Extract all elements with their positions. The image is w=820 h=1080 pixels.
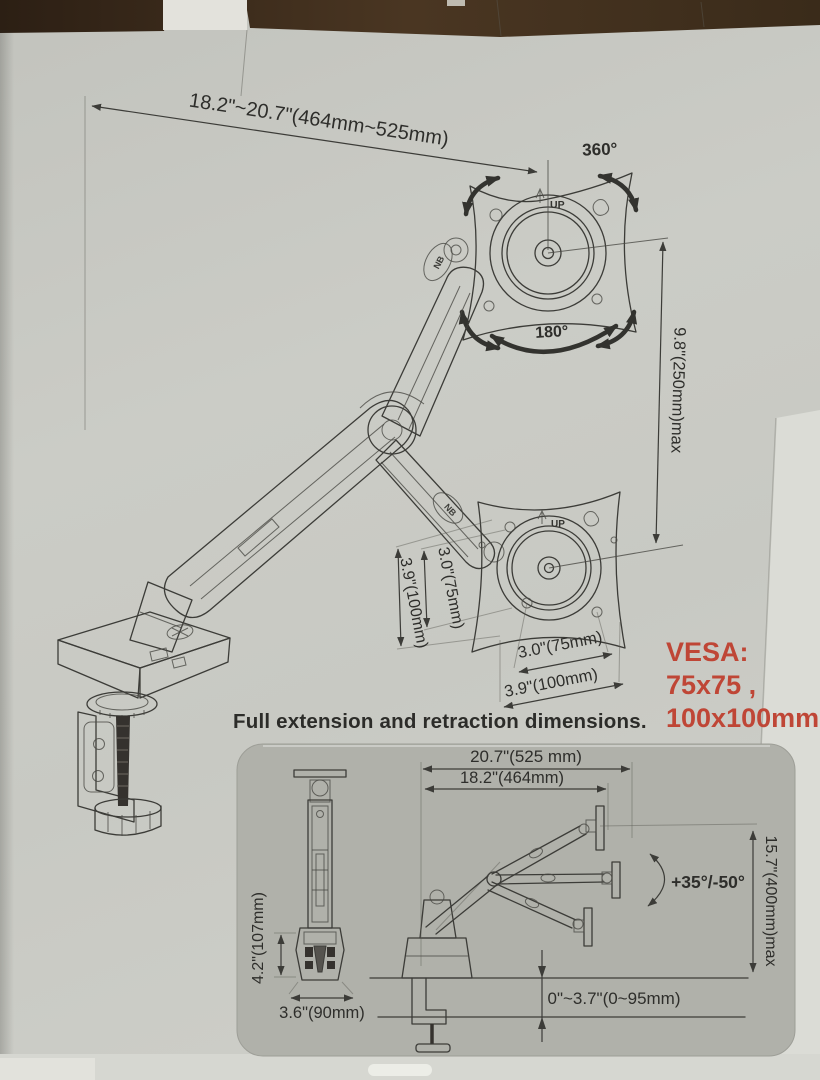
vesa-note-line1: VESA:	[666, 637, 749, 667]
up-label: UP	[550, 199, 565, 211]
upper-vesa-plate: UP 360° 180°	[458, 139, 669, 355]
dim-line-extension-range	[91, 103, 538, 175]
vesa-note-line2: 75x75 ,	[666, 670, 756, 700]
up-label: UP	[551, 519, 565, 530]
section-heading: Full extension and retraction dimensions…	[233, 710, 647, 733]
rotation-arrow	[458, 309, 501, 352]
crease-line	[496, 0, 502, 37]
extension-side-view: 20.7"(525 mm) 18.2"(464mm) 15.7"(400mm)m…	[369, 747, 779, 1053]
left-edge-shadow	[0, 30, 14, 1080]
vesa-note-line3: 100x100mm	[666, 703, 819, 733]
bottom-streak	[368, 1064, 432, 1076]
swivel-360-label: 360°	[582, 139, 618, 159]
dim-vesa-100-horizontal: 3.9"(100mm)	[503, 665, 600, 701]
dim-base-width: 3.6"(90mm)	[279, 1004, 365, 1022]
crease-line	[700, 1, 705, 28]
inset-panel: 4.2"(107mm) 3.6"(90mm)	[236, 743, 796, 1057]
rotate-180-arc	[489, 323, 619, 355]
top-band-notch	[447, 0, 465, 6]
dim-retraction: 18.2"(464mm)	[460, 769, 564, 787]
gas-spring-arm: NB NB	[129, 237, 505, 653]
crease-line	[240, 29, 248, 97]
desk-clamp	[57, 611, 231, 836]
plate-center-refline	[548, 544, 684, 569]
dim-desk-thickness: 0"~3.7"(0~95mm)	[547, 989, 680, 1008]
vesa-note: VESA: 75x75 , 100x100mm	[666, 637, 819, 733]
bottom-left-highlight	[0, 1058, 95, 1080]
up-arrow-icon	[535, 187, 545, 203]
dim-extension-range: 18.2"~20.7"(464mm~525mm)	[188, 90, 450, 151]
box-top-edge-band	[0, 0, 820, 37]
dim-height-adjust-max: 15.7"(400mm)max	[762, 835, 779, 966]
arm-logo-badge: NB	[431, 254, 446, 271]
lower-vesa-plate: UP	[471, 491, 684, 653]
tilt-arc	[647, 853, 666, 907]
arm-logo-badge: NB	[442, 502, 459, 519]
dim-vesa-75-horizontal: 3.0"(75mm)	[516, 628, 604, 662]
up-arrow-icon	[537, 509, 547, 524]
dim-line-height-max	[652, 241, 667, 544]
rotate-180-label: 180°	[535, 323, 569, 342]
rotation-arrow	[595, 309, 638, 350]
rotation-arrow	[462, 175, 501, 217]
dim-vesa-100-vertical: 3.9"(100mm)	[396, 556, 430, 649]
retracted-arm-front-view: 4.2"(107mm) 3.6"(90mm)	[250, 769, 365, 1022]
plate-center-refline	[547, 237, 669, 254]
top-band-gap	[163, 0, 247, 30]
dim-base-height: 4.2"(107mm)	[250, 892, 267, 984]
dim-tilt-range: +35°/-50°	[671, 872, 745, 892]
vesa-vertical-dims: 3.0"(75mm) 3.9"(100mm)	[394, 519, 513, 650]
dim-vesa-75-vertical: 3.0"(75mm)	[434, 546, 467, 631]
dim-height-max: 9.8"(250mm)max	[667, 327, 688, 454]
dim-full-extension: 20.7"(525 mm)	[470, 747, 582, 766]
rotation-arrow	[597, 172, 640, 213]
